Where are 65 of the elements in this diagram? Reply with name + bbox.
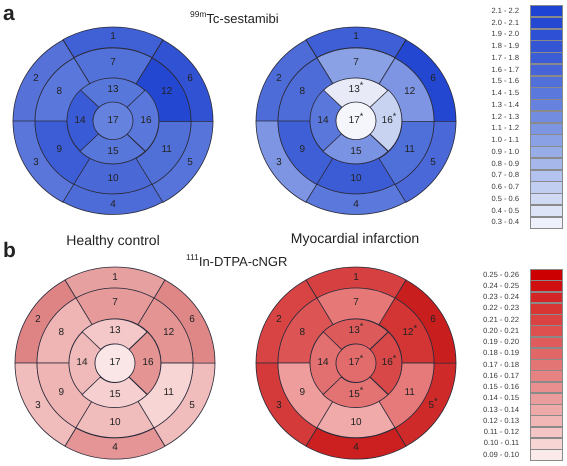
segment-number: 12 <box>404 86 416 97</box>
segment-number: 12 <box>163 328 174 338</box>
segment-number: 6 <box>430 315 436 326</box>
segment-number: 13 <box>107 84 119 95</box>
panel-title: $^{111}$In-DTPA-cNGR <box>186 255 288 268</box>
segment-number: 5 <box>430 158 436 168</box>
segment-number: 11 <box>404 145 415 156</box>
segment-number: 13 <box>109 326 121 336</box>
segment-number: 4 <box>110 200 116 210</box>
segment-number: 3 <box>276 400 282 411</box>
segment-number: 7 <box>353 58 359 68</box>
segment-number: 15 <box>109 390 121 400</box>
segment-number: 2 <box>35 315 41 326</box>
segment-number: 2 <box>276 315 282 326</box>
segment-number: 9 <box>56 145 62 156</box>
segment-number: 2 <box>33 74 39 84</box>
segment-number: 11 <box>404 388 415 398</box>
column-heading: Myocardial infarction <box>290 231 420 245</box>
segment-number: 17 <box>107 116 119 126</box>
segment-number: 14 <box>317 116 329 126</box>
segment-number: 16 <box>142 358 154 368</box>
segment-number: 14 <box>317 358 329 368</box>
segment-number: 7 <box>110 58 116 68</box>
segment-number: 9 <box>58 388 64 398</box>
segment-number: 14 <box>74 116 86 126</box>
segment-number: 1 <box>353 272 359 283</box>
segment-number: 4 <box>353 443 359 454</box>
segment-number: 10 <box>109 418 121 428</box>
segment-number: 7 <box>353 298 359 308</box>
segment-number: 4 <box>112 443 118 454</box>
segment-number: 8 <box>58 328 64 338</box>
segment-number: 12 <box>161 86 172 97</box>
segment-number: 10 <box>350 174 362 184</box>
segment-number: 11 <box>162 145 172 156</box>
segment-number: 8 <box>56 86 62 97</box>
segment-number: 8 <box>300 86 306 97</box>
panel-letter: a <box>3 3 15 24</box>
segment-number: 9 <box>300 388 306 398</box>
segment-number: 7 <box>112 298 118 308</box>
segment-number: 1 <box>353 32 359 42</box>
segment-number: 16 <box>140 116 152 126</box>
column-heading: Healthy control <box>66 233 160 247</box>
segment-number: 8 <box>300 328 306 338</box>
segment-number: 6 <box>430 74 436 84</box>
panel-letter: b <box>3 240 16 261</box>
segment-number: 2 <box>276 74 282 84</box>
segment-number: 3 <box>33 158 39 168</box>
segment-number: 3 <box>35 400 41 411</box>
segment-number: 6 <box>187 74 193 84</box>
segment-number: 17 <box>109 358 121 368</box>
segment-number: 10 <box>107 174 119 184</box>
segment-number: 10 <box>350 418 362 428</box>
segment-number: 11 <box>164 388 174 398</box>
segment-number: 1 <box>112 272 118 283</box>
segment-number: 4 <box>353 200 359 210</box>
segment-number: 6 <box>189 315 195 326</box>
segment-number: 1 <box>110 32 116 42</box>
segment-number: 15 <box>350 147 362 157</box>
segment-number: 14 <box>76 358 88 368</box>
segment-number: 3 <box>276 158 282 168</box>
segment-number: 15 <box>107 147 119 157</box>
segment-number: 5 <box>189 400 195 411</box>
segment-number: 9 <box>300 145 306 156</box>
panel-title: $^{99m}$Tc-sestamibi <box>190 12 279 25</box>
segment-number: 5 <box>187 158 193 168</box>
